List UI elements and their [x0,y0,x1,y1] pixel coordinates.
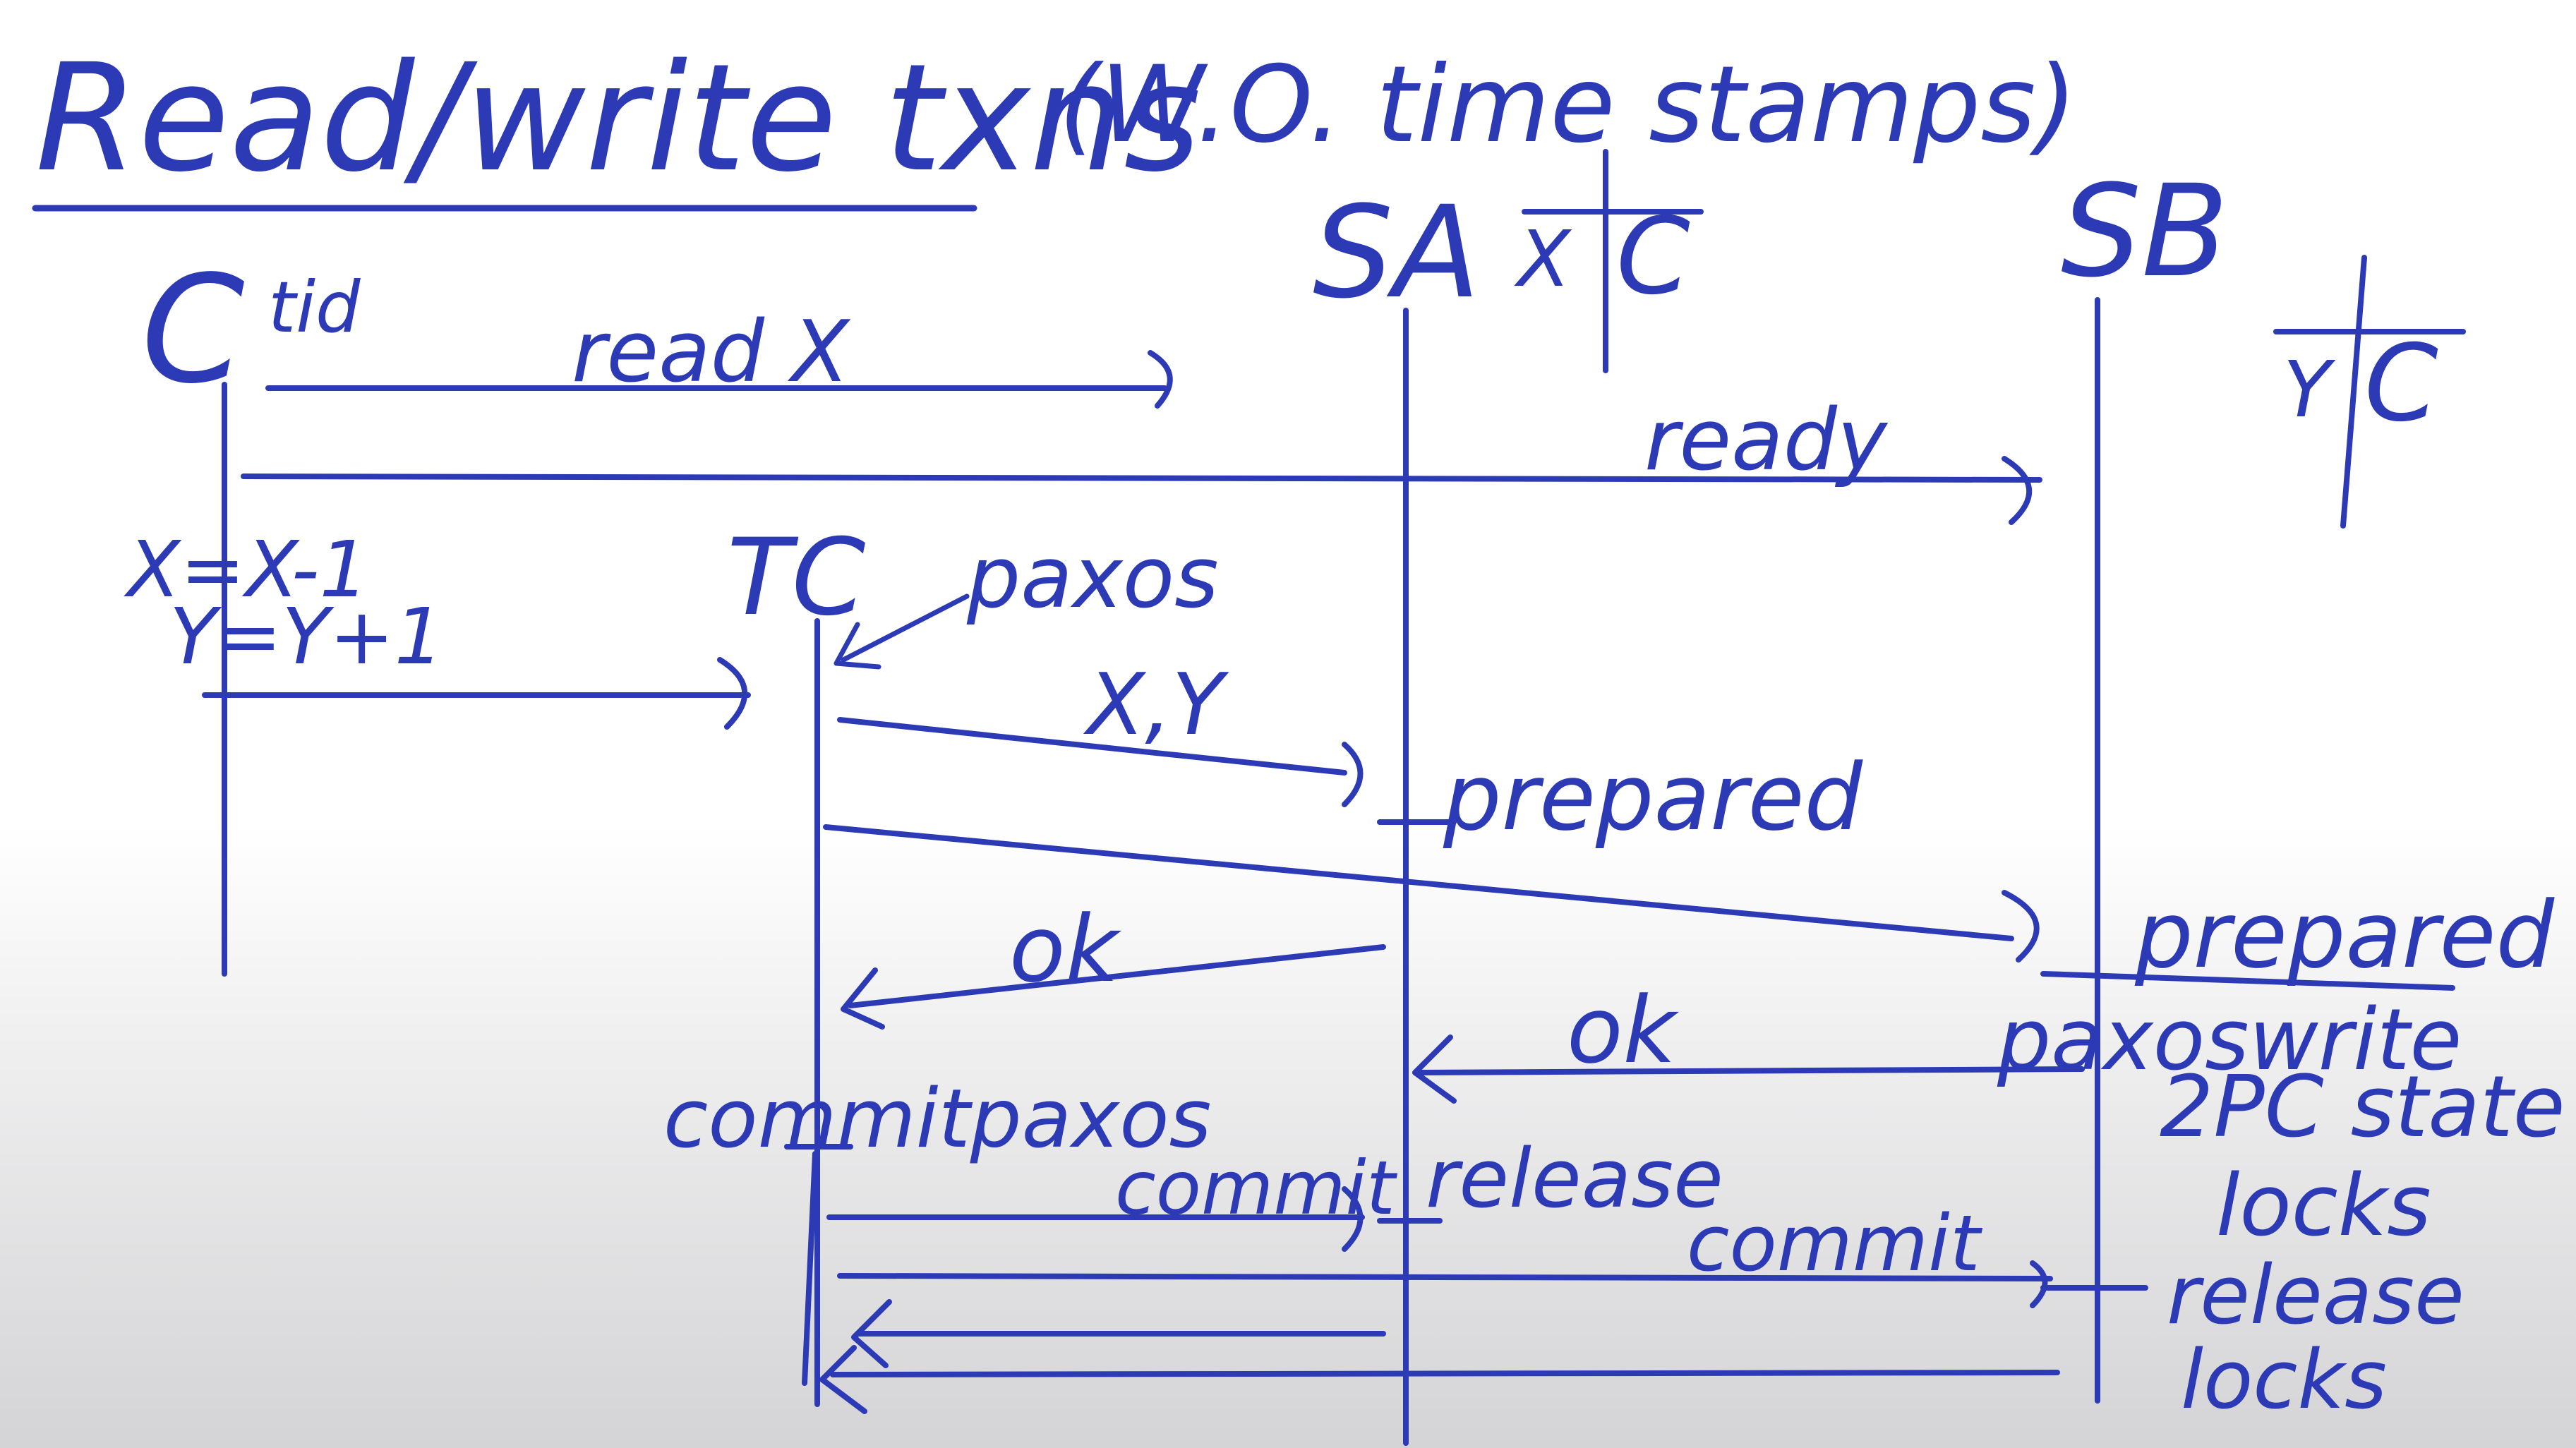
client-op-x: X=X-1 [124,524,368,615]
xy-label: X,Y [1083,656,1229,754]
sb-ok-arrow [1416,1066,2085,1075]
tc-to-sb-arrow [823,824,2014,941]
tc-commit-b-arrow [837,1273,2053,1281]
tc-to-sb-arrowhead [2002,890,2040,963]
server-b-table-holder: C [2364,322,2438,445]
ok-b-label: ok [1567,977,1680,1084]
tc-lifeline-commit-segment [802,1151,818,1386]
sb-paxos-write-label: paxoswrite [1997,991,2462,1090]
sb-2pc-state-label: 2PC state [2160,1058,2565,1157]
paxos-top-arrowhead [833,622,881,670]
sa-ok-arrowhead [841,967,885,1030]
sb-prepared-tick [2040,971,2455,991]
tc-commit-b-arrowhead [2030,1260,2048,1308]
sb-commit-reply-arrow [830,1370,2060,1377]
client-label: C [141,243,245,416]
server-a-table-holder: C [1616,195,1690,318]
read-y-arrowhead [2002,456,2032,525]
server-a-label: SA [1313,179,1480,327]
tc-commit-a-arrowhead [1342,1186,1364,1252]
read-x-label: read X [572,303,851,402]
server-a-lock-table: X C [1514,149,1704,373]
diagram-title: Read/write txns [35,32,1201,205]
sb-locks-label: locks [2216,1157,2431,1255]
sb-release-locks-label: locks [2181,1333,2387,1428]
server-b-table-key: Y [2283,344,2336,435]
server-b-label: SB [2061,158,2229,306]
client-to-tc-arrowhead [717,657,748,730]
sa-release-label: release [1426,1132,1723,1226]
server-a-table-key: X [1514,214,1572,304]
tc-label: TC [727,517,866,639]
sa-prepared-label: prepared [1443,744,1864,851]
tc-to-sa-arrowhead [1342,742,1364,807]
read-y-label: ready [1644,392,1889,490]
diagram-subtitle: (W.O. time stamps) [1059,44,2077,167]
client-tid-label: tid [268,266,361,349]
commit-b-label: commit [1687,1198,1983,1289]
read-x-arrowhead [1148,350,1173,409]
paxos-top-label: paxos [966,529,1219,627]
sa-commit-reply-arrowhead [851,1299,892,1368]
paxos-top-arrow [841,593,970,663]
sb-commit-reply-arrowhead [819,1345,867,1414]
client-op-y: Y=Y+1 [169,591,444,682]
sb-prepared-label: prepared [2134,881,2556,989]
read-y-arrow [241,473,2042,483]
commit-paxos-label: commitpaxos [663,1072,1211,1166]
sb-release-label: release [2167,1248,2464,1343]
tc-to-sa-arrow [837,717,1347,776]
sb-ok-arrowhead [1412,1034,1457,1104]
sa-ok-arrow [848,944,1386,1008]
server-b-lock-table: Y C [2273,255,2466,529]
